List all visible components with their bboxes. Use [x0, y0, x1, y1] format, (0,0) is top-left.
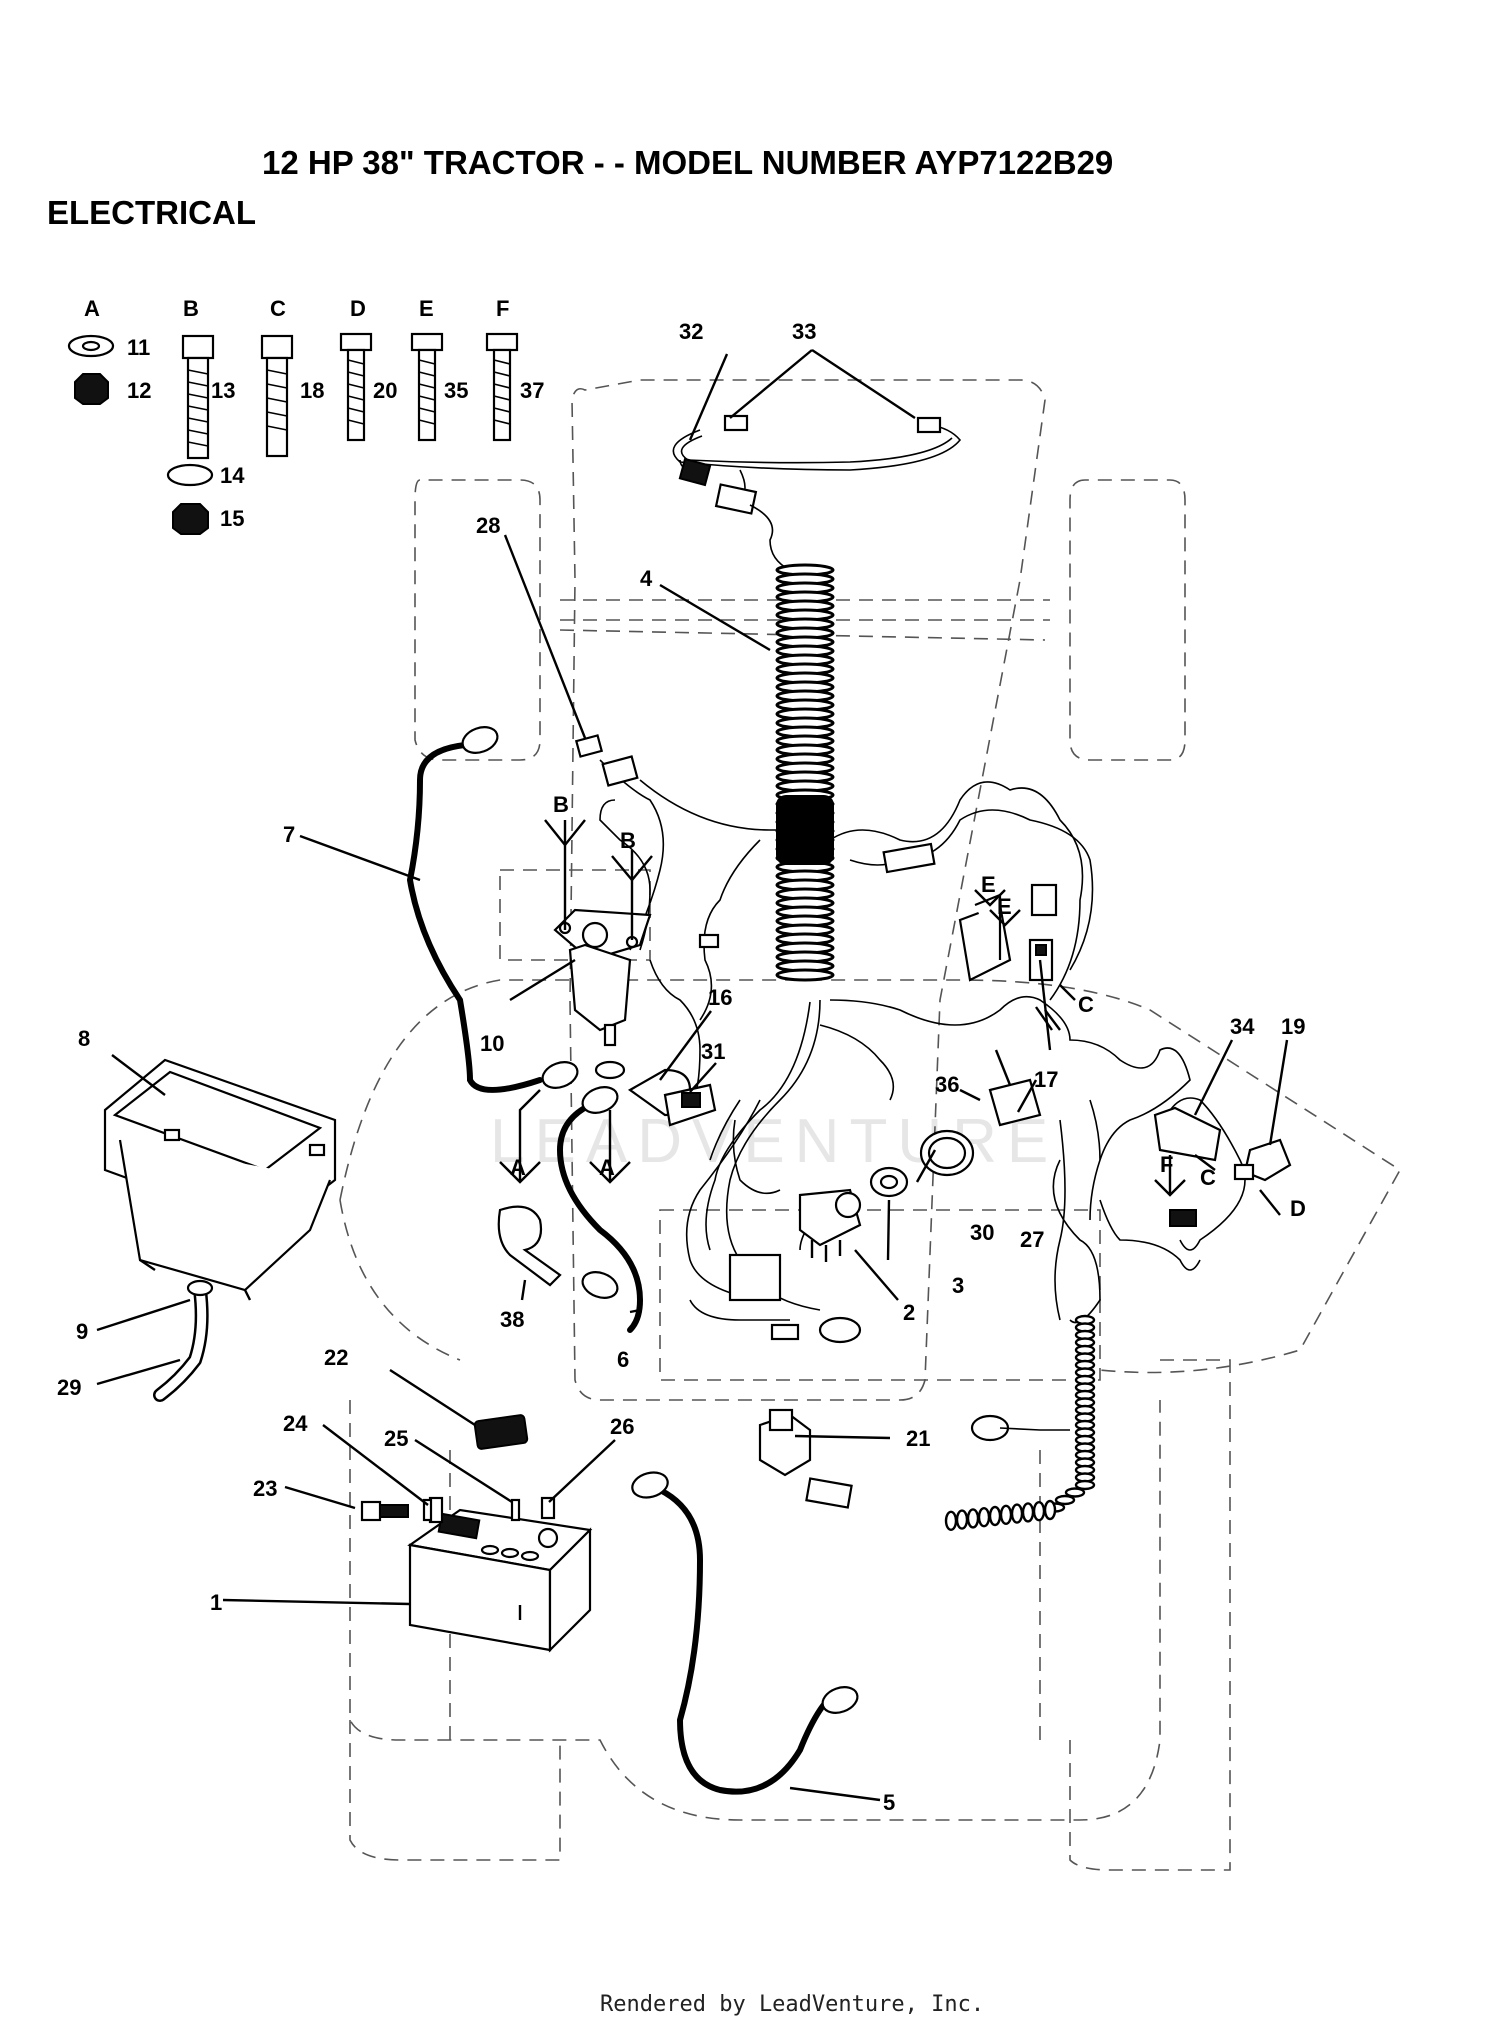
label-35: 35 — [444, 378, 468, 403]
label-34: 34 — [1230, 1014, 1255, 1039]
connection-letter-a2: A — [599, 1155, 615, 1180]
label-10: 10 — [480, 1031, 504, 1056]
label-9: 9 — [76, 1319, 88, 1344]
starter-solenoid — [553, 820, 652, 1080]
connection-letter-c1: C — [1078, 992, 1094, 1017]
components — [497, 734, 1292, 1509]
clamp-9 — [186, 1279, 214, 1297]
label-14: 14 — [220, 463, 245, 488]
section-title: ELECTRICAL — [47, 194, 256, 231]
bolt-18 — [265, 356, 289, 458]
hardware-letter-a: A — [84, 296, 100, 321]
rear-coil-loop — [1043, 1499, 1057, 1521]
label-24: 24 — [283, 1411, 308, 1436]
connection-letter-e2: E — [997, 894, 1012, 919]
rear-coil-loop — [988, 1505, 1002, 1527]
label-13: 13 — [211, 378, 235, 403]
hardware-kit — [67, 332, 519, 535]
label-38: 38 — [500, 1307, 524, 1332]
rear-coil-loop — [1054, 1494, 1076, 1506]
rear-coil-loop — [955, 1509, 969, 1530]
washer-25 — [510, 1498, 521, 1522]
label-26: 26 — [610, 1414, 634, 1439]
label-4: 4 — [640, 566, 653, 591]
label-1: 1 — [210, 1590, 222, 1615]
battery-cable-7 — [406, 742, 543, 1093]
nut-12 — [74, 373, 109, 405]
label-32: 32 — [679, 319, 703, 344]
battery-pad — [473, 1414, 529, 1450]
lock-washer-14 — [166, 463, 214, 487]
battery-cable-5 — [657, 1487, 843, 1795]
label-23: 23 — [253, 1476, 277, 1501]
label-5: 5 — [883, 1790, 895, 1815]
wiring-harness-conduit — [775, 563, 835, 982]
label-33: 33 — [792, 319, 816, 344]
label-6: 6 — [617, 1347, 629, 1372]
nut-15 — [172, 503, 209, 535]
label-31: 31 — [701, 1039, 725, 1064]
connection-letter-e1: E — [981, 872, 996, 897]
connection-letter-c2: C — [1200, 1165, 1216, 1190]
rear-coil-cable — [944, 1314, 1096, 1532]
battery-cable-6 — [556, 1102, 644, 1333]
footer-credit: Rendered by LeadVenture, Inc. — [600, 1992, 984, 2017]
rear-coil-loop — [999, 1504, 1013, 1526]
rear-coil-loop — [1074, 1479, 1096, 1491]
label-37: 37 — [520, 378, 544, 403]
rear-coil-loop — [1032, 1500, 1046, 1522]
rear-coil-loop — [1064, 1487, 1086, 1498]
nut-26 — [540, 1496, 556, 1520]
label-29: 29 — [57, 1375, 81, 1400]
label-18: 18 — [300, 378, 324, 403]
hardware-letter-d: D — [350, 296, 366, 321]
hardware-letter-f: F — [496, 296, 509, 321]
rear-coil-loop — [966, 1508, 980, 1529]
leader-lines — [96, 348, 1289, 1802]
label-28: 28 — [476, 513, 500, 538]
conduit-coil — [775, 968, 835, 982]
conduit-sleeve — [776, 795, 834, 865]
hardware-letter-e: E — [419, 296, 434, 321]
label-16: 16 — [708, 985, 732, 1010]
label-19: 19 — [1281, 1014, 1305, 1039]
label-36: 36 — [935, 1072, 959, 1097]
hardware-letter-b: B — [183, 296, 199, 321]
battery — [407, 1496, 593, 1653]
connection-letter-f: F — [1160, 1152, 1173, 1177]
rear-coil-loop — [944, 1510, 958, 1532]
connection-letter-b1: B — [553, 792, 569, 817]
rear-coil-loop — [1010, 1503, 1024, 1524]
rear-coil-loop — [977, 1506, 991, 1528]
label-3: 3 — [952, 1273, 964, 1298]
label-11: 11 — [127, 335, 150, 360]
spacer-24 — [422, 1498, 433, 1522]
label-20: 20 — [373, 378, 397, 403]
label-7: 7 — [283, 822, 295, 847]
connection-letter-d: D — [1290, 1196, 1306, 1221]
bolt-23 — [360, 1500, 382, 1522]
page-title: 12 HP 38" TRACTOR - - MODEL NUMBER AYP71… — [262, 144, 1113, 181]
headlight-harness — [672, 414, 962, 571]
label-15: 15 — [220, 506, 244, 531]
battery-box — [103, 1058, 337, 1301]
label-22: 22 — [324, 1345, 348, 1370]
label-25: 25 — [384, 1426, 408, 1451]
rear-coil-loop — [1021, 1502, 1035, 1523]
connection-letter-b2: B — [620, 828, 636, 853]
label-30: 30 — [970, 1220, 994, 1245]
connector-plug — [678, 457, 712, 487]
hardware-letter-c: C — [270, 296, 286, 321]
label-17: 17 — [1034, 1067, 1058, 1092]
label-2: 2 — [903, 1300, 915, 1325]
label-12: 12 — [127, 378, 151, 403]
connection-letter-a1: A — [510, 1155, 526, 1180]
label-8: 8 — [78, 1026, 90, 1051]
label-27: 27 — [1020, 1227, 1044, 1252]
label-21: 21 — [906, 1426, 930, 1451]
